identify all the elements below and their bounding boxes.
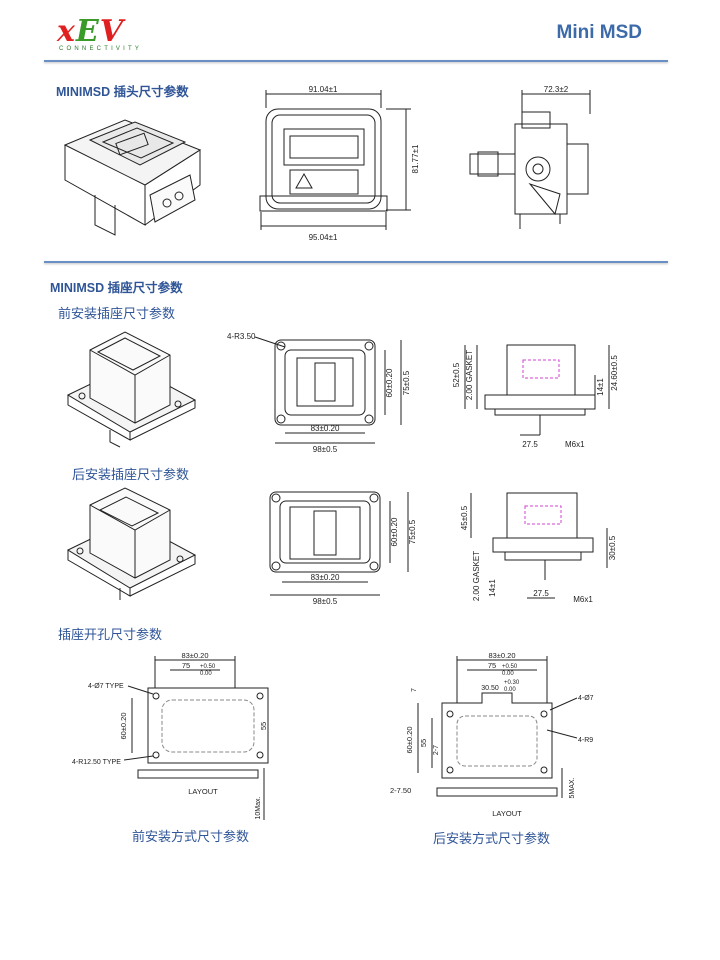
plug-section-divider xyxy=(44,261,668,263)
cutout-rear-bottom-label: 2-7.50 xyxy=(390,786,411,795)
cutout-front-tol-dn-label: 0.00 xyxy=(200,671,212,677)
cutout-rear-notch-tol-dn-label: 0.00 xyxy=(504,687,516,693)
cutout-rear-holes-label: 4-Ø7 xyxy=(578,695,594,702)
plug-front-view-drawing: 91.04±1 95.04±1 81.77±1 xyxy=(259,85,420,242)
front-socket-side-view-drawing: 52±0.5 2.00 GASKET 14±1 24.60±0.5 27.5 M… xyxy=(452,344,619,449)
front-socket-isometric-drawing xyxy=(66,331,197,448)
rear-socket-gasket-label: 2.00 GASKET xyxy=(472,551,481,601)
cutout-rear-radius-label: 4-R9 xyxy=(578,737,593,744)
cutout-front-layout-drawing: 83±0.20 75 +0.50 0.00 4-Ø7 TYPE 4-R12.50… xyxy=(72,651,269,820)
front-socket-radius-label: 4-R3.50 xyxy=(227,332,256,341)
cutout-title: 插座开孔尺寸参数 xyxy=(58,627,163,642)
cutout-front-radius-label: 4-R12.50 TYPE xyxy=(72,759,121,766)
cutout-front-max-label: 10Max. xyxy=(255,796,262,819)
rear-socket-outer-height-label: 75±0.5 xyxy=(408,519,417,544)
cutout-front-holes-label: 4-Ø7 TYPE xyxy=(88,683,124,690)
front-mount-socket-title: 前安装插座尺寸参数 xyxy=(58,306,176,321)
socket-section-heading: MINIMSD 插座尺寸参数 xyxy=(50,281,183,295)
plug-side-width-label: 72.3±2 xyxy=(544,85,569,94)
cutout-front-w2-label: 75 xyxy=(182,661,190,670)
cutout-rear-max-label: 5MAX. xyxy=(569,777,576,798)
front-socket-side-width-label: 27.5 xyxy=(522,440,538,449)
front-socket-inner-height-label: 60±0.20 xyxy=(385,368,394,397)
plug-bottom-width-label: 95.04±1 xyxy=(309,233,338,242)
front-socket-thread-label: M6x1 xyxy=(565,440,585,449)
cutout-rear-notch-label: 30.50 xyxy=(481,685,499,692)
plug-isometric-drawing xyxy=(63,119,202,236)
rear-socket-side-width-label: 27.5 xyxy=(533,589,549,598)
cutout-front-h1-label: 60±0.20 xyxy=(119,712,128,739)
header-divider xyxy=(44,60,668,62)
rear-socket-thread-label: M6x1 xyxy=(573,595,593,604)
logo-letter-e: E xyxy=(75,14,100,49)
cutout-rear-tol-up-label: +0.50 xyxy=(502,664,518,670)
plug-side-view-drawing: 72.3±2 xyxy=(469,85,591,229)
rear-socket-side-h1-label: 45±0.5 xyxy=(460,505,469,530)
cutout-front-tol-up-label: +0.50 xyxy=(200,664,216,670)
cutout-rear-h-top-label: 7 xyxy=(411,688,418,692)
cutout-rear-h1-label: 60±0.20 xyxy=(405,726,414,753)
rear-socket-side-h3-label: 14±1 xyxy=(488,579,497,597)
rear-socket-front-view-drawing: 83±0.20 98±0.5 60±0.20 75±0.5 xyxy=(269,491,417,606)
cutout-rear-h3-label: 2-7 xyxy=(433,745,440,755)
rear-socket-side-h2-label: 30±0.5 xyxy=(608,535,617,560)
cutout-front-h2-label: 55 xyxy=(259,722,268,730)
rear-mount-socket-title: 后安装插座尺寸参数 xyxy=(72,467,190,482)
page-title: Mini MSD xyxy=(556,22,643,43)
front-socket-inner-width-label: 83±0.20 xyxy=(311,424,340,433)
cutout-rear-layout-drawing: 83±0.20 75 +0.50 0.00 30.50 +0.30 0.00 7… xyxy=(390,651,594,818)
logo-letter-x: x xyxy=(57,14,76,49)
cutout-rear-h2-label: 55 xyxy=(419,739,428,747)
logo-letter-v: V xyxy=(99,14,125,49)
front-socket-side-height-label: 52±0.5 xyxy=(452,362,461,387)
front-socket-outer-width-label: 98±0.5 xyxy=(313,445,338,454)
rear-socket-isometric-drawing xyxy=(66,487,197,600)
front-socket-outer-height-label: 75±0.5 xyxy=(402,370,411,395)
logo-tagline: CONNECTIVITY xyxy=(59,46,143,52)
cutout-rear-caption: 后安装方式尺寸参数 xyxy=(433,831,551,846)
plug-top-width-label: 91.04±1 xyxy=(309,85,338,94)
rear-socket-inner-width-label: 83±0.20 xyxy=(311,573,340,582)
plug-section-heading: MINIMSD 插头尺寸参数 xyxy=(56,85,189,99)
front-socket-side-h3-label: 24.60±0.5 xyxy=(610,355,619,391)
company-logo: xEV CONNECTIVITY xyxy=(57,14,179,54)
cutout-front-caption: 前安装方式尺寸参数 xyxy=(132,829,250,844)
cutout-rear-w2-label: 75 xyxy=(488,661,496,670)
front-socket-side-h2-label: 14±1 xyxy=(596,378,605,396)
rear-socket-inner-height-label: 60±0.20 xyxy=(390,517,399,546)
front-socket-front-view-drawing: 4-R3.50 83±0.20 98±0.5 60±0.20 75±0.5 xyxy=(227,332,411,454)
cutout-front-layout-label: LAYOUT xyxy=(188,787,218,796)
plug-height-label: 81.77±1 xyxy=(411,144,420,173)
cutout-rear-layout-label: LAYOUT xyxy=(492,809,522,818)
cutout-rear-tol-dn-label: 0.00 xyxy=(502,671,514,677)
cutout-rear-w1-label: 83±0.20 xyxy=(488,651,515,660)
rear-socket-side-view-drawing: 45±0.5 30±0.5 2.00 GASKET 14±1 27.5 M6x1 xyxy=(460,492,617,604)
rear-socket-outer-width-label: 98±0.5 xyxy=(313,597,338,606)
front-socket-gasket-label: 2.00 GASKET xyxy=(465,350,474,400)
cutout-front-w1-label: 83±0.20 xyxy=(181,651,208,660)
cutout-rear-notch-tol-up-label: +0.30 xyxy=(504,680,520,686)
